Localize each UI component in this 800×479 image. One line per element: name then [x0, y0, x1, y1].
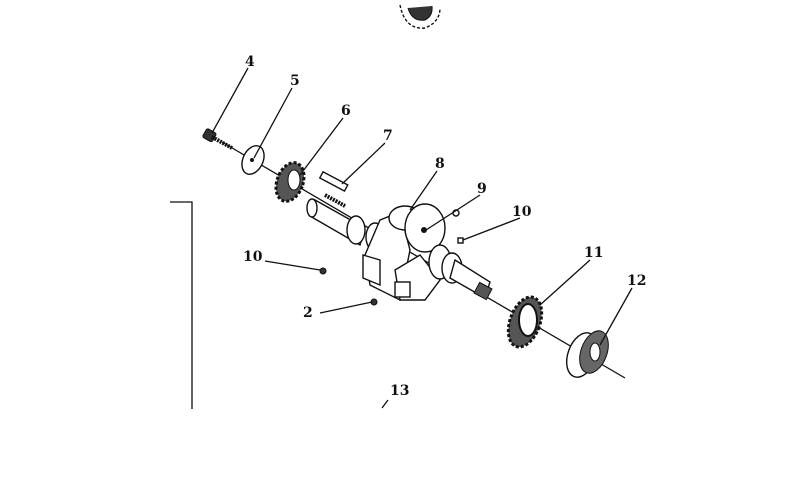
pin-10-right — [457, 237, 464, 244]
gear — [274, 161, 306, 203]
frame-bracket — [170, 201, 193, 409]
callout-2: 2 — [303, 305, 313, 321]
callout-10-right: 10 — [512, 204, 532, 220]
callout-6: 6 — [341, 103, 351, 119]
callout-7: 7 — [383, 128, 393, 144]
callout-13: 13 — [390, 383, 409, 399]
callout-12: 12 — [627, 273, 646, 289]
bearing — [565, 330, 609, 378]
callout-10-left: 10 — [243, 249, 263, 265]
pin-10-left — [319, 267, 327, 275]
callout-5: 5 — [290, 73, 300, 89]
crankshaft — [306, 193, 493, 302]
callout-11: 11 — [584, 245, 603, 261]
leader-lines — [211, 67, 633, 409]
callout-9: 9 — [477, 181, 487, 197]
key — [318, 170, 349, 193]
partial-gear-top — [399, 4, 441, 29]
callout-8: 8 — [435, 156, 445, 172]
sprocket — [506, 295, 544, 349]
callout-4: 4 — [245, 54, 255, 70]
